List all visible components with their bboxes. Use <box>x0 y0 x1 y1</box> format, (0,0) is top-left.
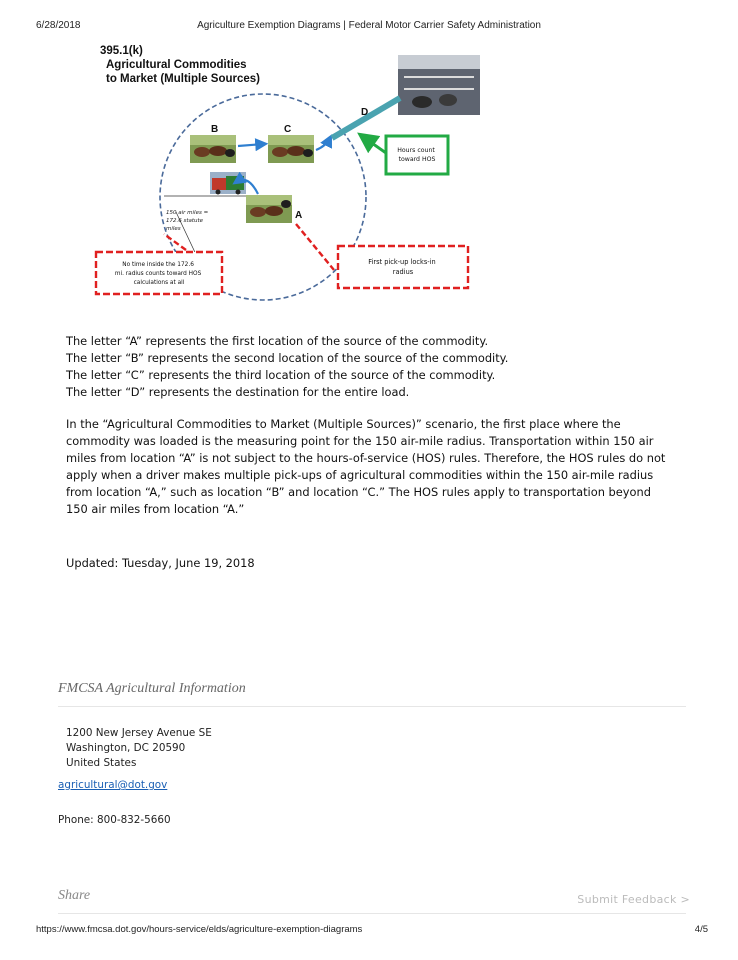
print-footer: https://www.fmcsa.dot.gov/hours-service/… <box>36 924 708 938</box>
radius-note-line1: 150 air miles = <box>166 210 209 216</box>
callout-first-box <box>336 244 470 290</box>
legend-line-b: The letter “B” represents the second loc… <box>66 351 509 365</box>
label-c: C <box>284 124 291 135</box>
address-line3: United States <box>66 757 137 769</box>
print-url: https://www.fmcsa.dot.gov/hours-service/… <box>36 924 363 935</box>
page-number: 4/5 <box>694 924 708 935</box>
letter-legend: The letter “A” represents the first loca… <box>66 333 676 401</box>
callout-hours-box <box>384 134 450 176</box>
diagram-title-line1: Agricultural Commodities <box>106 59 247 71</box>
legend-line-a: The letter “A” represents the first loca… <box>66 334 489 348</box>
label-b: B <box>211 124 218 135</box>
arrow-a-to-b <box>232 171 259 195</box>
callout-hours: Hours count toward HOS <box>397 147 437 163</box>
diagram-section: 395.1(k) <box>100 45 143 57</box>
arrow-b-to-c <box>237 138 269 152</box>
print-date: 6/28/2018 <box>36 20 81 31</box>
cattle-photo-c <box>268 135 314 163</box>
arrow-c-to-route <box>315 134 332 152</box>
email-link[interactable]: agricultural@dot.gov <box>58 779 168 791</box>
submit-feedback-link[interactable]: Submit Feedback > <box>577 893 690 906</box>
destination-photo <box>398 55 480 115</box>
label-a: A <box>295 210 302 221</box>
diagram-title-line2: to Market (Multiple Sources) <box>106 73 260 85</box>
legend-line-c: The letter “C” represents the third loca… <box>66 368 496 382</box>
callout-first-line1: First pick-up locks-in <box>368 258 435 266</box>
radius-circle <box>159 93 367 301</box>
print-header: 6/28/2018 Agriculture Exemption Diagrams… <box>36 20 702 34</box>
radius-note-line3: miles <box>166 226 181 232</box>
radius-note-line2: 172.6 statute <box>166 218 204 224</box>
address-line1: 1200 New Jersey Avenue SE <box>66 727 212 739</box>
callout-inside-box <box>94 250 224 296</box>
phone-number: Phone: 800-832-5660 <box>58 814 171 826</box>
callout-first: First pick-up locks-in radius <box>368 258 438 276</box>
callout-hours-line1: Hours count <box>397 147 435 154</box>
footer-divider <box>58 706 686 707</box>
radius-note: 150 air miles = 172.6 statute miles <box>166 210 210 232</box>
address-block: 1200 New Jersey Avenue SE Washington, DC… <box>66 726 212 771</box>
diagram-title: 395.1(k) Agricultural Commodities to Mar… <box>100 44 260 86</box>
share-label: Share <box>58 888 91 903</box>
bottom-divider <box>58 913 686 914</box>
truck-photo <box>210 172 246 195</box>
red-pointer-a <box>295 223 335 271</box>
cattle-photo-b <box>190 135 236 163</box>
callout-inside-line1: No time inside the 172.6 <box>122 262 194 268</box>
updated-date: Updated: Tuesday, June 19, 2018 <box>66 556 255 570</box>
red-pointer-inside <box>163 233 187 251</box>
label-d: D <box>361 107 368 118</box>
address-line2: Washington, DC 20590 <box>66 742 186 754</box>
green-arrow <box>357 132 387 155</box>
callout-inside-line2: mi. radius counts toward HOS <box>115 271 202 277</box>
legend-line-d: The letter “D” represents the destinatio… <box>66 385 410 399</box>
scenario-paragraph: In the “Agricultural Commodities to Mark… <box>66 417 666 516</box>
footer-title: FMCSA Agricultural Information <box>58 681 246 696</box>
agricultural-diagram: B C A D 150 air miles = 172.6 statute mi… <box>94 55 480 301</box>
callout-hours-line2: toward HOS <box>399 156 436 163</box>
print-title: Agriculture Exemption Diagrams | Federal… <box>197 20 541 31</box>
callout-inside: No time inside the 172.6 mi. radius coun… <box>115 262 203 286</box>
route-to-destination <box>330 95 402 141</box>
callout-first-line2: radius <box>393 268 414 276</box>
callout-inside-line3: calculations at all <box>134 280 185 286</box>
cattle-photo-a <box>246 195 292 223</box>
